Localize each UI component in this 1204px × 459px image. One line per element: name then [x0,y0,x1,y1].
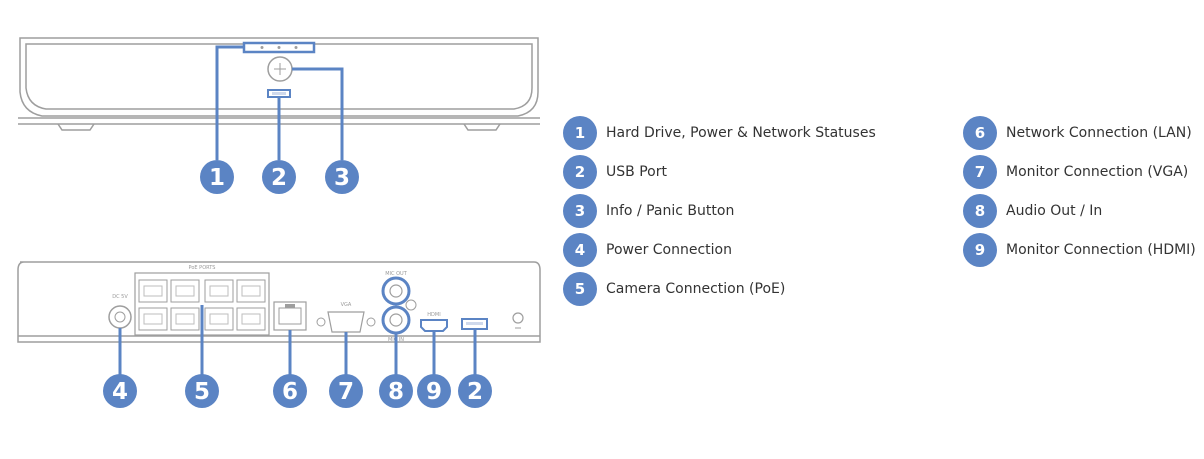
legend-item-8: 8 Audio Out / In [963,193,1102,229]
legend-badge: 6 [963,116,997,150]
callout-2-back: 2 [458,374,492,408]
callout-6: 6 [273,374,307,408]
legend-badge: 3 [563,194,597,228]
legend-badge: 4 [563,233,597,267]
legend-item-5: 5 Camera Connection (PoE) [563,271,785,307]
svg-text:6: 6 [282,379,298,405]
legend-badge: 8 [963,194,997,228]
legend-item-4: 4 Power Connection [563,232,732,268]
svg-text:PoE PORTS: PoE PORTS [189,265,216,271]
back-leader-lines [118,305,477,375]
svg-text:HDMI: HDMI [427,312,440,318]
legend-label: Audio Out / In [1006,203,1103,219]
svg-text:2: 2 [467,379,483,405]
svg-text:1: 1 [209,165,225,191]
info-panic-button [267,56,293,82]
callout-9: 9 [417,374,451,408]
callout-4: 4 [103,374,137,408]
legend-badge: 1 [563,116,597,150]
svg-text:MIC OUT: MIC OUT [385,271,407,277]
legend-badge: 9 [963,233,997,267]
svg-text:8: 8 [388,379,404,405]
svg-text:7: 7 [338,379,354,405]
legend-item-7: 7 Monitor Connection (VGA) [963,154,1188,190]
front-leader-lines [215,45,344,160]
legend-badge: 7 [963,155,997,189]
svg-text:4: 4 [112,379,128,405]
vga-port: VGA [316,302,376,333]
legend-item-2: 2 USB Port [563,154,667,190]
svg-text:5: 5 [194,379,210,405]
legend-label: Network Connection (LAN) [1006,125,1192,141]
svg-text:2: 2 [271,165,287,191]
legend-item-9: 9 Monitor Connection (HDMI) [963,232,1196,268]
legend-badge: 5 [563,272,597,306]
back-usb-port [461,318,488,330]
front-usb-port [267,89,291,98]
legend-label: Camera Connection (PoE) [606,281,786,297]
legend-label: Info / Panic Button [606,203,735,219]
lan-port [273,301,307,331]
callout-7: 7 [329,374,363,408]
hdmi-port: HDMI [420,312,448,332]
legend-label: Hard Drive, Power & Network Statuses [606,125,876,141]
svg-text:DC 5V: DC 5V [112,294,128,300]
callout-2-front: 2 [262,160,296,194]
callout-1-front: 1 [200,160,234,194]
legend-label: Monitor Connection (HDMI) [1006,242,1196,258]
ground-screw [512,312,524,329]
svg-text:VGA: VGA [341,302,352,308]
callout-3-front: 3 [325,160,359,194]
legend-item-6: 6 Network Connection (LAN) [963,115,1192,151]
legend-label: USB Port [606,164,667,180]
legend-item-3: 3 Info / Panic Button [563,193,734,229]
legend-label: Monitor Connection (VGA) [1006,164,1189,180]
legend-item-1: 1 Hard Drive, Power & Network Statuses [563,115,876,151]
legend-badge: 2 [563,155,597,189]
legend-label: Power Connection [606,242,732,258]
status-led-strip [242,41,316,54]
callout-5: 5 [185,374,219,408]
power-connector: DC 5V [108,294,132,329]
svg-text:9: 9 [426,379,442,405]
svg-text:3: 3 [334,165,350,191]
callout-8: 8 [379,374,413,408]
